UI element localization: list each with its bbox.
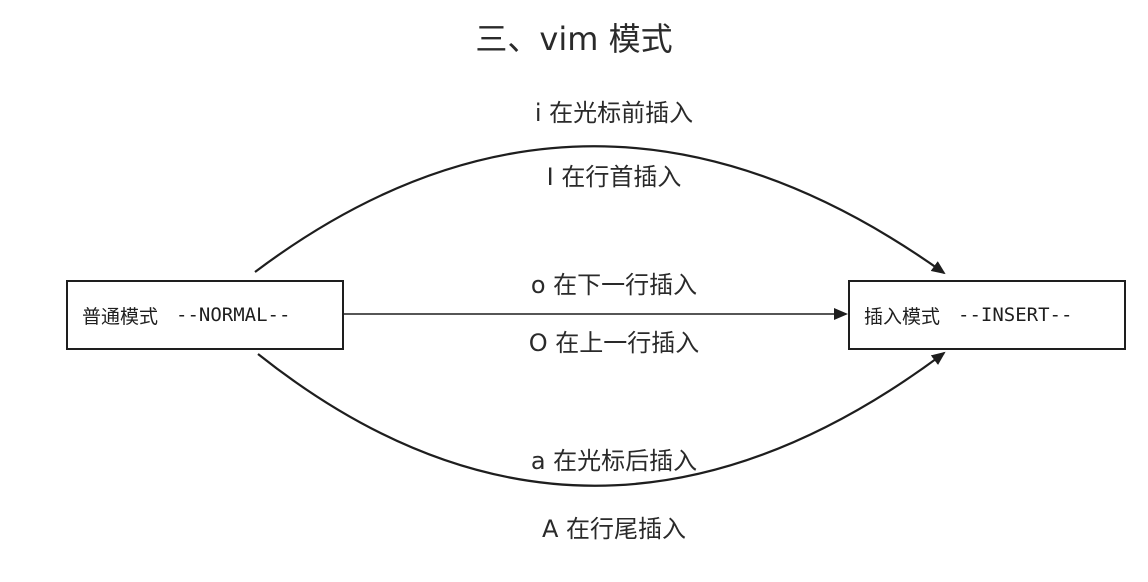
insert-mode-tag: --INSERT-- bbox=[958, 304, 1073, 326]
insert-mode-node: 插入模式 --INSERT-- bbox=[848, 280, 1126, 350]
bottom-arrow bbox=[257, 351, 946, 487]
label-a-insert-after-cursor: a 在光标后插入 bbox=[530, 447, 698, 475]
normal-mode-name: 普通模式 bbox=[82, 305, 159, 328]
label-I-insert-line-start: I 在行首插入 bbox=[546, 163, 682, 191]
page-title: 三、vim 模式 bbox=[475, 20, 673, 58]
label-o-insert-line-below: o 在下一行插入 bbox=[530, 271, 698, 299]
normal-mode-tag: --NORMAL-- bbox=[176, 304, 291, 326]
normal-mode-node: 普通模式 --NORMAL-- bbox=[66, 280, 344, 350]
top-arrow bbox=[254, 145, 946, 275]
insert-mode-name: 插入模式 bbox=[864, 305, 941, 328]
label-A-insert-line-end: A 在行尾插入 bbox=[541, 515, 687, 543]
label-i-insert-before-cursor: i 在光标前插入 bbox=[534, 99, 694, 127]
label-O-insert-line-above: O 在上一行插入 bbox=[528, 329, 700, 357]
